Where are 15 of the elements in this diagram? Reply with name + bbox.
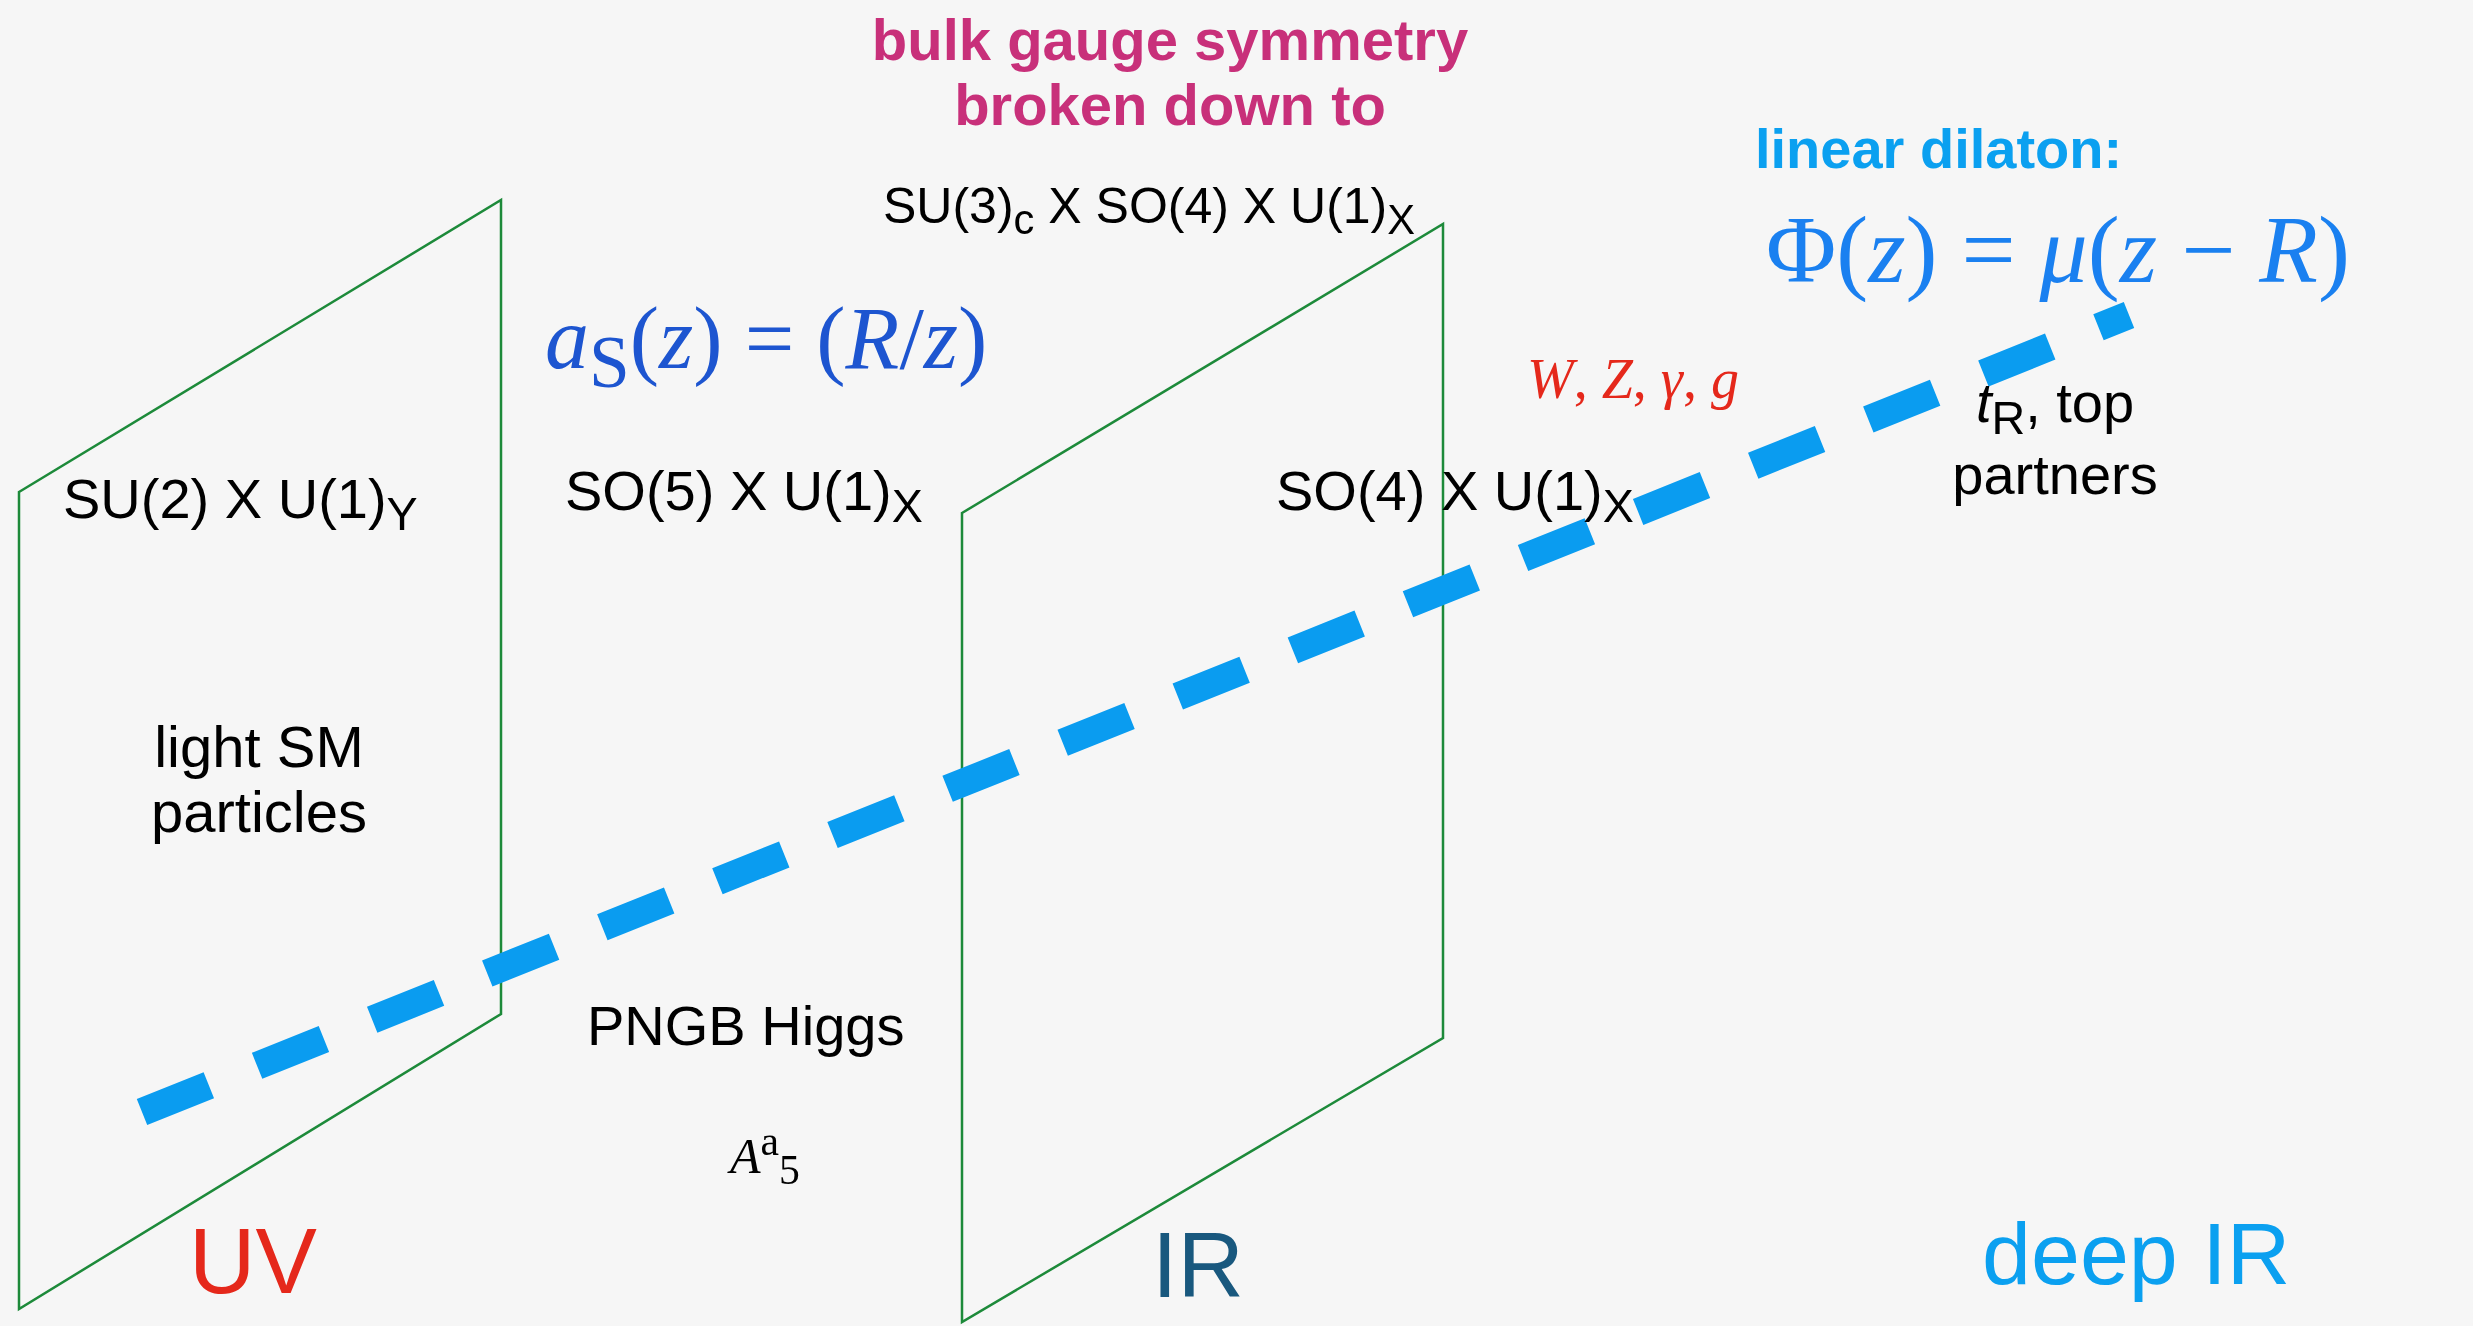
particle-label: light SM particles [150, 715, 368, 845]
equation-text: a$_{S}$(z) = (R/z) [545, 290, 988, 404]
particle-label: PNGB Higgs [587, 995, 905, 1058]
heading-text: linear dilaton: [1755, 118, 2123, 181]
equation-text: Φ(z) = μ(z − R) [1766, 196, 2350, 304]
heading-text: bulk gauge symmetry broken down to [870, 8, 1470, 138]
brane-title: UV [189, 1210, 317, 1314]
particle-label: W, Z, γ, g [1527, 348, 1739, 411]
symmetry-group-label: SO(5) X U(1)$_{X}$ [565, 460, 923, 533]
brane-plane [19, 200, 501, 1309]
brane-title: IR [1152, 1214, 1244, 1318]
particle-label: t$_{R}$, top partners [1951, 372, 2159, 508]
symmetry-group-label: SU(2) X U(1)$_{Y}$ [63, 468, 418, 541]
symmetry-group-label: SU(3)$_{c}$ X SO(4) X U(1)$_{X}$ [883, 178, 1416, 244]
region-label: deep IR [1982, 1205, 2291, 1304]
